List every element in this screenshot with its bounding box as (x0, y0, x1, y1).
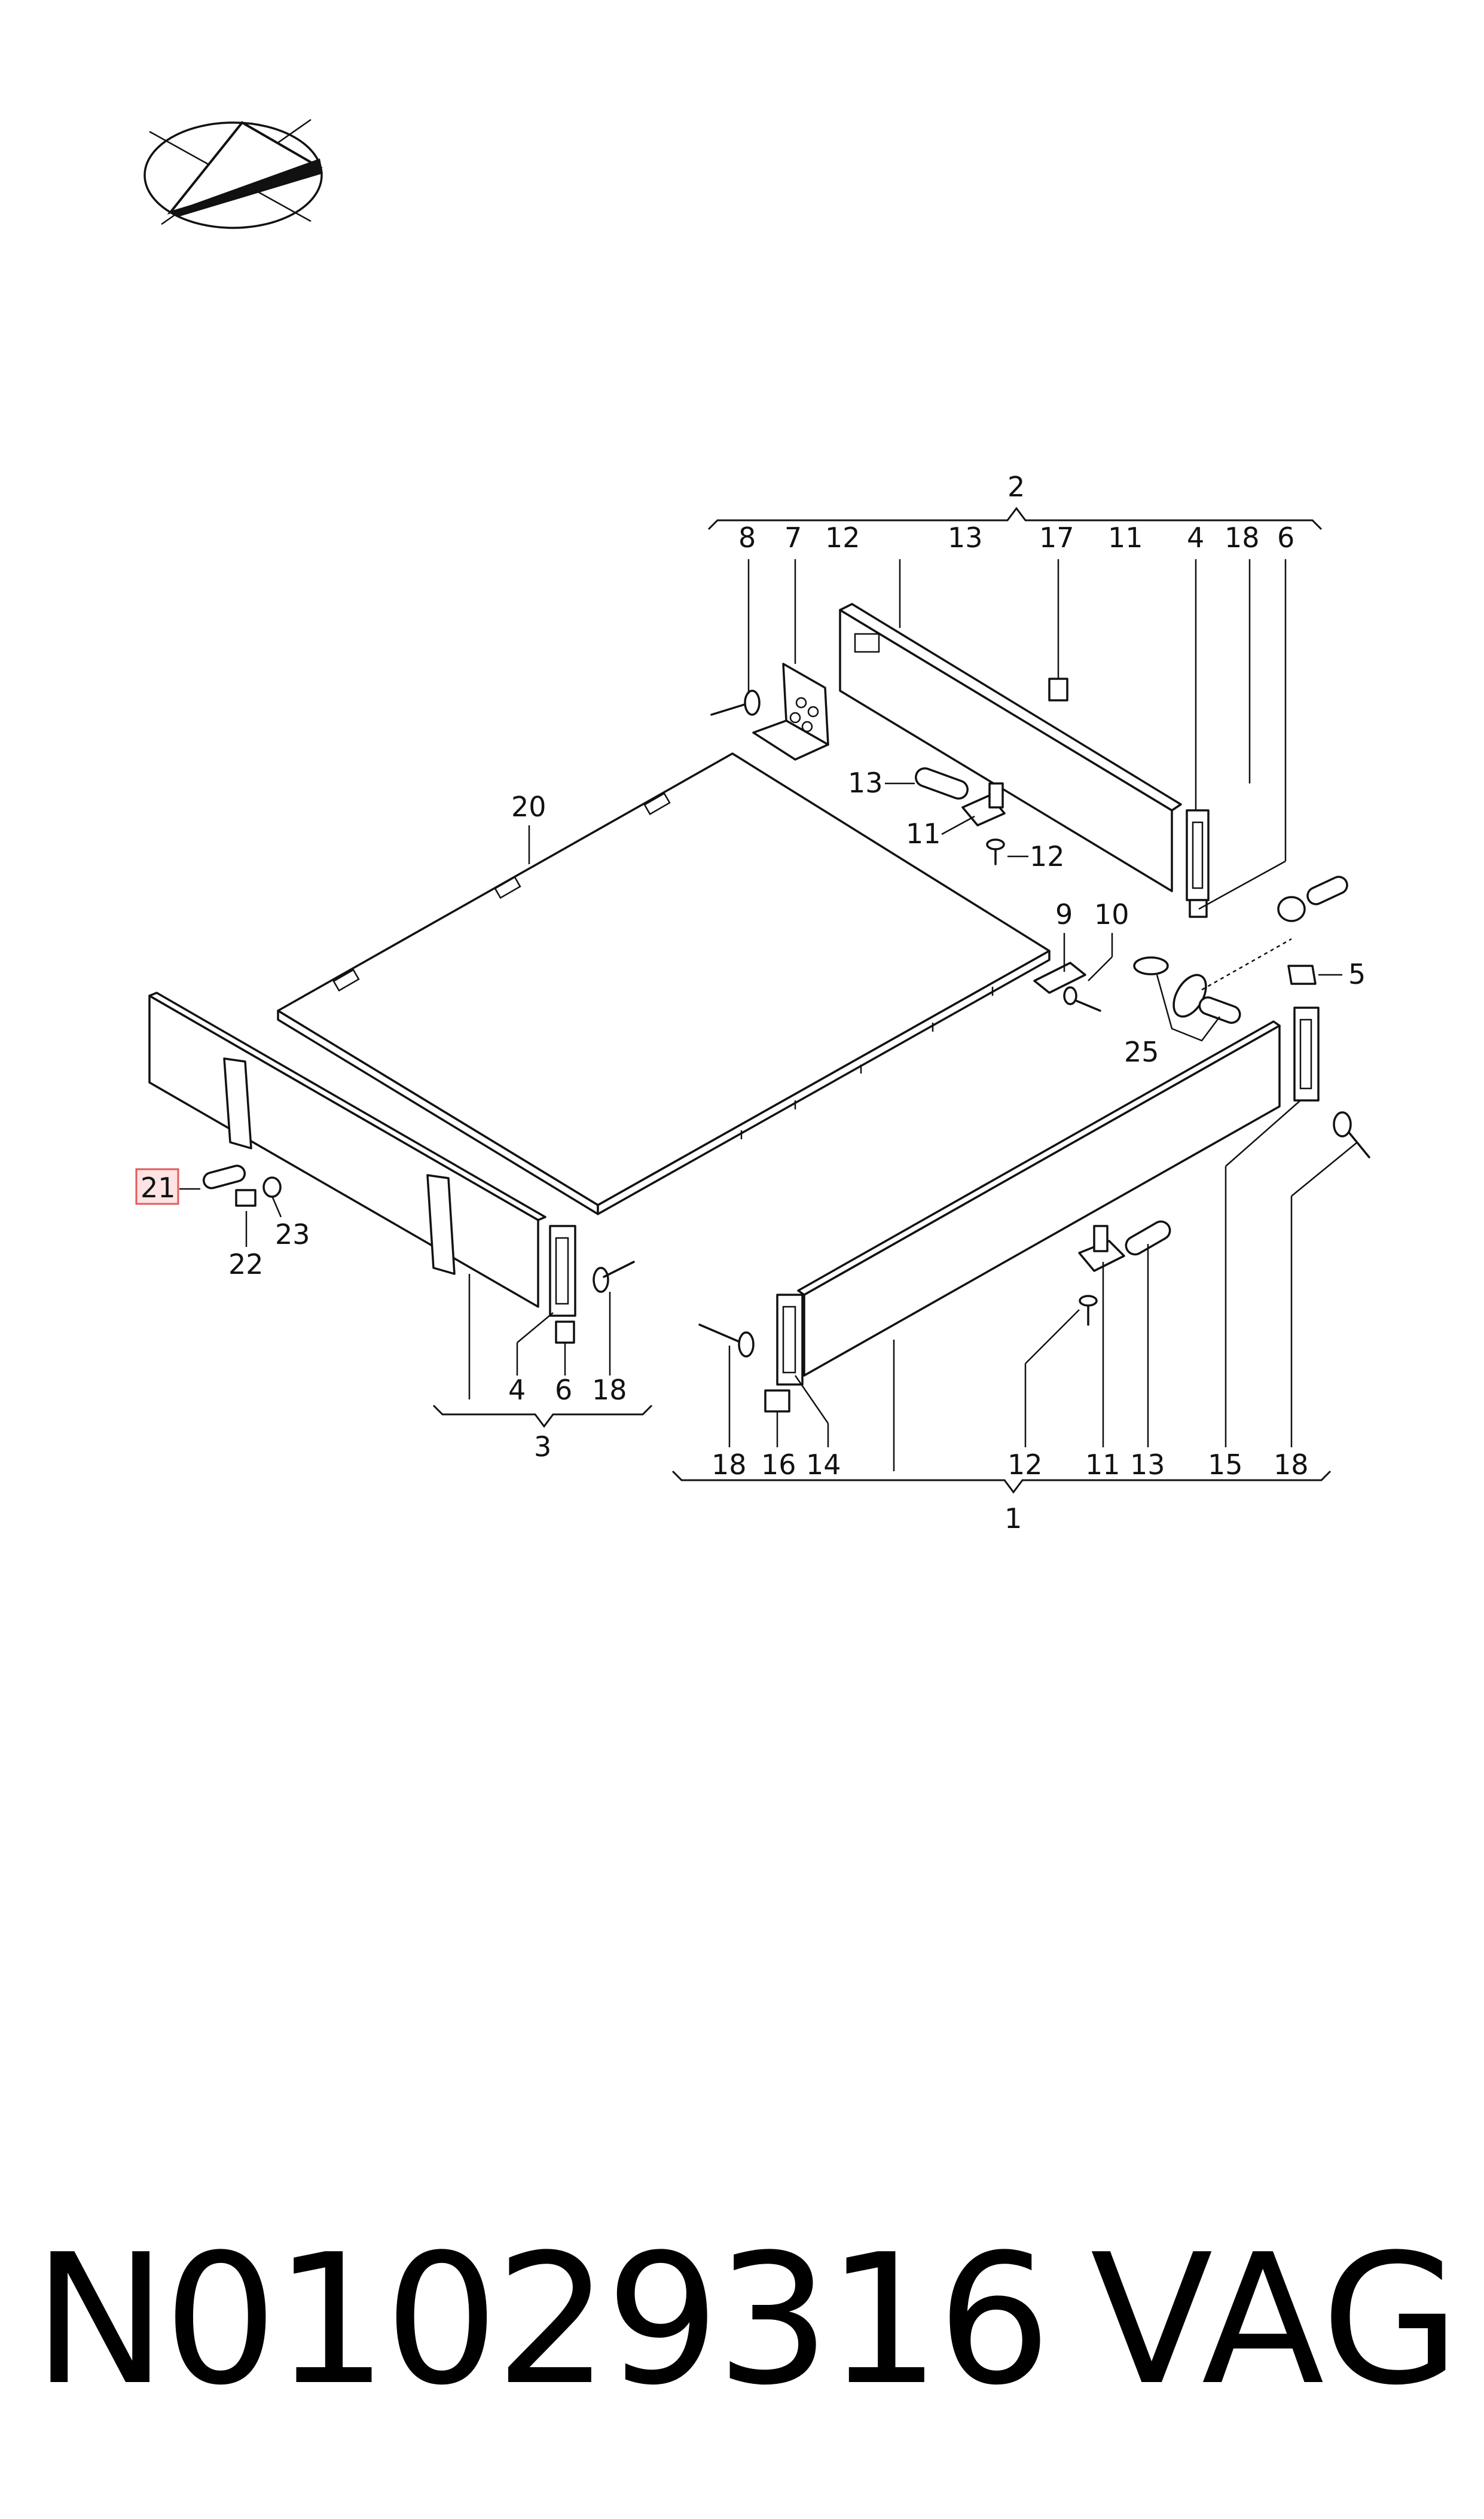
callout-18: 18 (1274, 1448, 1309, 1481)
leader-lines (179, 559, 1358, 1471)
callout-13: 13 (848, 767, 883, 799)
fastener-set-25 (1133, 876, 1348, 1042)
callout-25: 25 (1124, 1036, 1159, 1068)
brand-name: VAG (1090, 2216, 1460, 2425)
side-wall-panel-1 (698, 965, 1370, 1413)
callout-3: 3 (534, 1431, 551, 1463)
callout-2: 2 (1007, 471, 1025, 503)
callout-4: 4 (1187, 522, 1204, 554)
callout-21: 21 (141, 1172, 176, 1204)
callout-1: 1 (1004, 1502, 1022, 1535)
group-brackets (432, 507, 1332, 1494)
callout-12: 12 (1030, 840, 1065, 873)
callout-5: 5 (1348, 958, 1366, 990)
callout-13: 13 (948, 522, 983, 554)
paper-plane-logo-icon (143, 118, 323, 229)
hinge-assembly-top (915, 767, 1006, 865)
callout-12: 12 (1007, 1448, 1043, 1481)
callout-17: 17 (1039, 522, 1074, 554)
callout-18: 18 (592, 1374, 627, 1406)
highlight-box-21 (135, 1168, 179, 1205)
callout-labels: 2 8 7 12 13 17 11 4 18 6 20 13 11 12 9 1… (141, 471, 1366, 1535)
callout-4: 4 (508, 1374, 526, 1406)
callout-13: 13 (1130, 1448, 1165, 1481)
callout-10: 10 (1094, 898, 1129, 931)
callout-7: 7 (784, 522, 802, 554)
callout-15: 15 (1208, 1448, 1243, 1481)
callout-18: 18 (1225, 522, 1260, 554)
floor-panel-20 (277, 752, 1051, 1215)
callout-8: 8 (738, 522, 756, 554)
corner-bracket-7 (710, 663, 829, 761)
callout-22: 22 (228, 1248, 264, 1280)
callout-11: 11 (906, 818, 941, 850)
part-number: N01029316 (33, 2216, 1051, 2425)
hinge-assembly-9-10 (1033, 962, 1101, 1012)
callout-16: 16 (761, 1448, 796, 1481)
callout-6: 6 (1277, 522, 1294, 554)
callout-9: 9 (1055, 898, 1073, 931)
callout-6: 6 (555, 1374, 572, 1406)
callout-11: 11 (1108, 522, 1143, 554)
callout-20: 20 (511, 791, 546, 823)
rear-wall-panel (839, 603, 1210, 918)
callout-23: 23 (275, 1218, 310, 1251)
callout-18: 18 (712, 1448, 747, 1481)
front-wall-panel-3 (148, 992, 635, 1344)
callout-14: 14 (806, 1448, 841, 1481)
callout-11: 11 (1085, 1448, 1120, 1481)
callout-12: 12 (825, 522, 860, 554)
